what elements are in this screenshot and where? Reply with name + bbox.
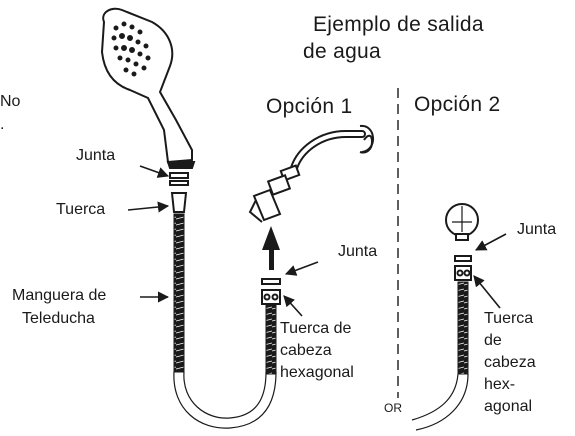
option2-outlet — [445, 203, 479, 241]
hose-label-line1: Manguera de — [12, 287, 107, 304]
option2-title: Opción 2 — [414, 93, 501, 116]
hand-shower — [100, 7, 196, 169]
hose-loop — [173, 371, 277, 429]
option1-wall-bracket — [248, 124, 374, 223]
option1-hex-nut-line: hexagonal — [280, 364, 354, 381]
option1-gasket-label: Junta — [338, 243, 378, 260]
option1-hex-nut-line: Tuerca de — [280, 320, 352, 337]
left-nut-label: Tuerca — [56, 201, 106, 218]
option2-hex-nut-line: hex- — [484, 376, 516, 393]
up-arrow — [262, 226, 280, 270]
margin-fragment-bottom: . — [0, 116, 5, 133]
hose-label-line2: Teleducha — [22, 310, 95, 327]
left-gasket-label: Junta — [76, 147, 116, 164]
heading-line1: Ejemplo de salida — [313, 13, 484, 36]
option2-hex-nut-part — [454, 265, 472, 281]
option2-gasket-part — [454, 255, 472, 262]
hose-option2-curve — [411, 373, 469, 431]
pointer-arrows — [127, 165, 507, 317]
option1-hex-nut-label: Tuerca de cabeza hexagonal — [280, 318, 354, 384]
option2-hex-nut-line: cabeza — [484, 354, 536, 371]
option1-hex-nut-part — [261, 289, 281, 305]
hose-option1-segment — [265, 303, 277, 375]
option1-hex-nut-line: cabeza — [280, 342, 332, 359]
option1-gasket-part — [261, 278, 281, 285]
option1-title: Opción 1 — [266, 95, 353, 118]
left-gasket-part — [169, 172, 189, 186]
heading-line2: de agua — [303, 40, 382, 63]
option2-hex-nut-line: de — [484, 332, 502, 349]
hose-left-segment — [173, 213, 185, 373]
hose-option2-segment — [457, 281, 469, 375]
left-nut-part — [170, 192, 188, 213]
option2-gasket-label: Junta — [517, 221, 557, 238]
margin-fragment-top: No — [0, 93, 21, 110]
separator-or-text: OR — [384, 401, 402, 415]
option2-hex-nut-line: agonal — [484, 398, 533, 415]
option2-hex-nut-line: Tuerca — [484, 310, 534, 327]
option2-hex-nut-label: Tuerca de cabeza hex- agonal — [484, 308, 536, 418]
